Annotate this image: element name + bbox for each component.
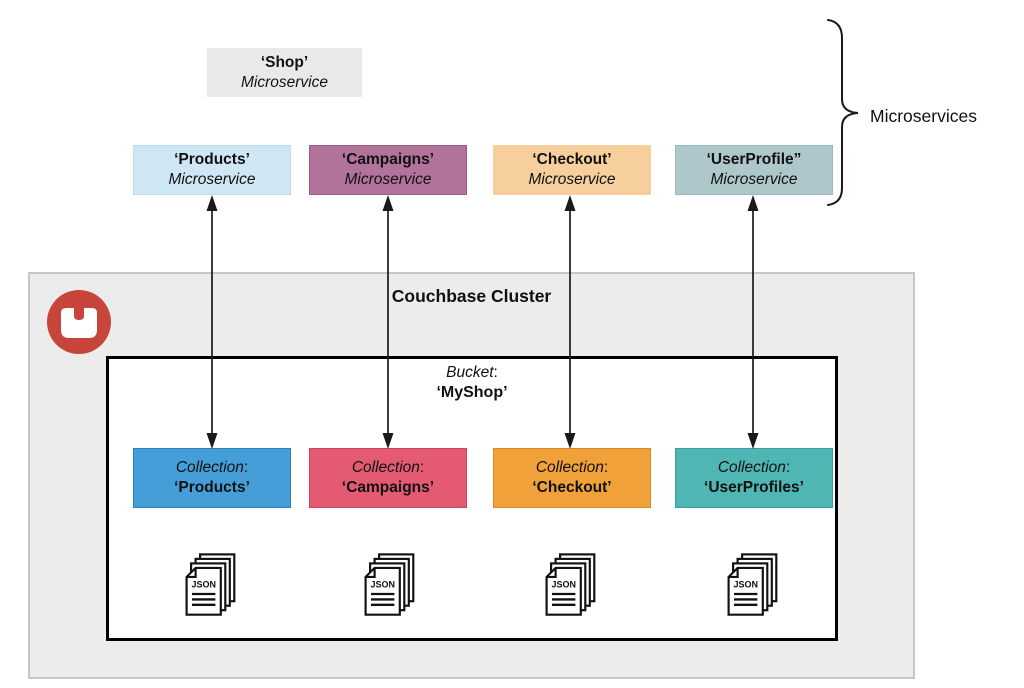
collection-label: Collection:	[176, 458, 248, 478]
bucket-label-text: Bucket	[446, 364, 494, 381]
bucket-label-colon: :	[493, 364, 498, 381]
microservice-subtitle: Microservice	[710, 171, 798, 188]
collection-box-campaigns: Collection: ‘Campaigns’	[309, 448, 467, 508]
cluster-title: Couchbase Cluster	[391, 286, 552, 306]
collection-label-colon: :	[603, 459, 609, 476]
microservice-box-userprofile: ‘UserProfile” Microservice	[675, 145, 833, 195]
shop-subtitle: Microservice	[241, 73, 328, 91]
microservice-subtitle: Microservice	[528, 171, 616, 188]
collection-box-products: Collection: ‘Products’	[133, 448, 291, 508]
microservice-title: ‘Campaigns’	[341, 151, 435, 168]
collection-label-colon: :	[243, 459, 249, 476]
logo-couch-glyph	[61, 308, 97, 338]
json-icon-label: JSON	[370, 580, 395, 590]
collection-name: ‘UserProfiles’	[704, 479, 804, 496]
json-icon-label: JSON	[551, 580, 576, 590]
json-documents-icon: JSON	[185, 553, 236, 616]
collection-label-colon: :	[419, 459, 425, 476]
json-documents-icon: JSON	[545, 553, 596, 616]
microservice-box-campaigns: ‘Campaigns’ Microservice	[309, 145, 467, 195]
collection-label-text: Collection	[175, 459, 244, 476]
shop-title: ‘Shop’	[260, 53, 309, 71]
collection-name: ‘Campaigns’	[341, 479, 435, 496]
collection-label: Collection:	[536, 458, 608, 478]
couchbase-logo-icon	[47, 290, 111, 354]
bucket-name: ‘MyShop’	[436, 384, 508, 401]
collection-label: Collection:	[352, 458, 424, 478]
json-icon-label: JSON	[733, 580, 758, 590]
bucket-label: Bucket:	[106, 363, 838, 383]
microservice-box-checkout: ‘Checkout’ Microservice	[493, 145, 651, 195]
microservice-subtitle: Microservice	[168, 171, 256, 188]
collection-box-userprofiles: Collection: ‘UserProfiles’	[675, 448, 833, 508]
collection-name: ‘Checkout’	[532, 479, 612, 496]
collection-box-checkout: Collection: ‘Checkout’	[493, 448, 651, 508]
microservice-subtitle: Microservice	[344, 171, 432, 188]
collection-label-text: Collection	[535, 459, 604, 476]
collection-name: ‘Products’	[174, 479, 250, 496]
shop-microservice-box: ‘Shop’ Microservice	[207, 48, 362, 97]
microservice-title: ‘UserProfile”	[706, 151, 802, 168]
microservice-box-products: ‘Products’ Microservice	[133, 145, 291, 195]
collection-label-text: Collection	[351, 459, 420, 476]
collection-label: Collection:	[718, 458, 790, 478]
json-documents-icon: JSON	[364, 553, 415, 616]
json-documents-icon: JSON	[727, 553, 778, 616]
legend-microservices-label: Microservices	[870, 106, 977, 126]
collection-label-colon: :	[785, 459, 791, 476]
json-icon-label: JSON	[191, 580, 216, 590]
microservice-title: ‘Checkout’	[532, 151, 612, 168]
collection-label-text: Collection	[717, 459, 786, 476]
microservice-title: ‘Products’	[174, 151, 250, 168]
